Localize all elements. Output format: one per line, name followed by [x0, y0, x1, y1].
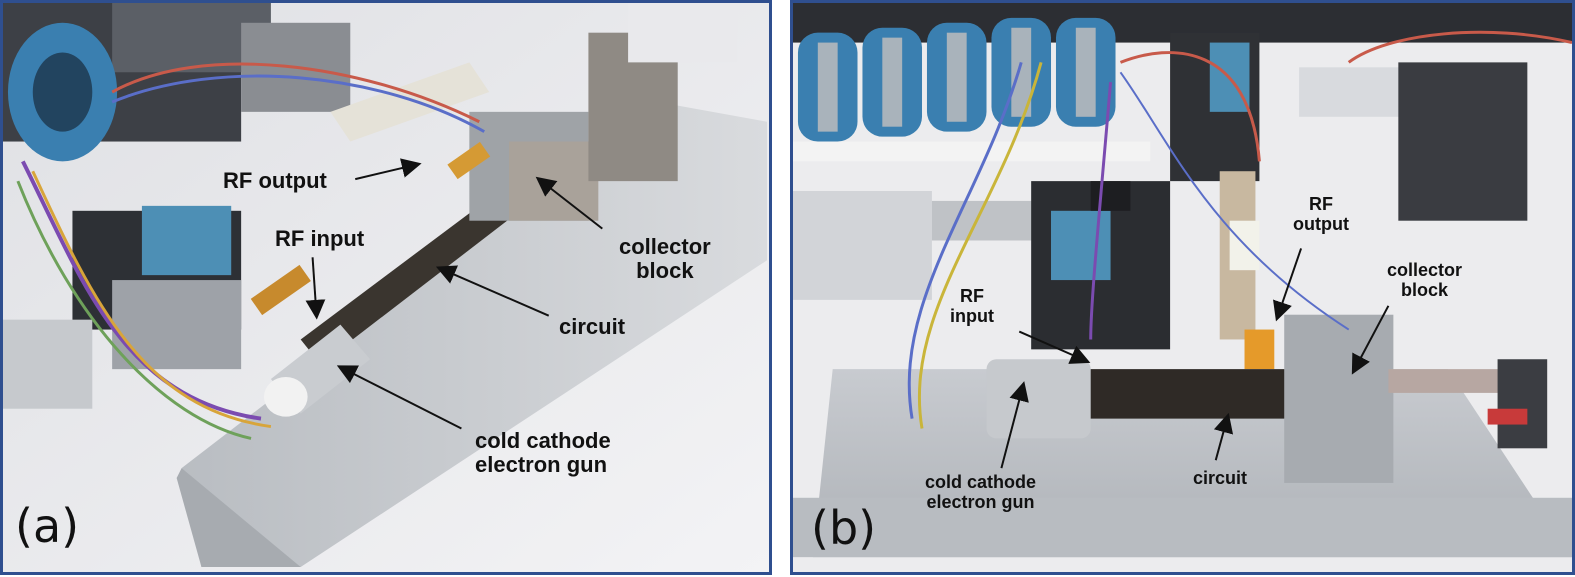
label-rf-input: RF input	[275, 226, 365, 251]
label-rf-output-line1: RF	[1308, 194, 1333, 214]
label-collector-block: collector block	[1387, 260, 1463, 301]
photo-panel-a: RF output RF input collector block circu…	[0, 0, 772, 575]
photo-panel-b: RF output RF input collector block circu…	[790, 0, 1575, 575]
label-collector-line2: block	[636, 258, 694, 284]
label-gun-line2: electron gun	[475, 452, 608, 478]
panel-a-letter: (a)	[15, 499, 80, 553]
label-electron-gun: cold cathode electron gun	[475, 428, 611, 478]
panel-b-letter: (b)	[811, 501, 877, 555]
label-rf-output: RF output	[1293, 194, 1349, 235]
label-rf-input: RF input	[950, 286, 994, 327]
label-collector-line2: block	[1401, 279, 1449, 300]
label-electron-gun: cold cathode electron gun	[925, 472, 1037, 513]
label-gun-line1: cold cathode	[925, 472, 1037, 492]
panel-a-photo	[3, 3, 769, 572]
label-collector-line1: collector	[619, 234, 711, 259]
label-gun-line2: electron gun	[926, 491, 1035, 512]
label-collector-line1: collector	[1387, 260, 1463, 280]
label-circuit: circuit	[1193, 468, 1248, 488]
label-rf-input-line1: RF	[959, 286, 984, 306]
label-rf-output: RF output	[223, 168, 327, 193]
label-rf-input-line2: input	[950, 305, 994, 326]
label-rf-output-line2: output	[1293, 213, 1349, 234]
label-gun-line1: cold cathode	[475, 428, 611, 453]
panel-b-photo	[793, 3, 1572, 572]
label-collector-block: collector block	[619, 234, 711, 284]
label-circuit: circuit	[559, 314, 626, 339]
